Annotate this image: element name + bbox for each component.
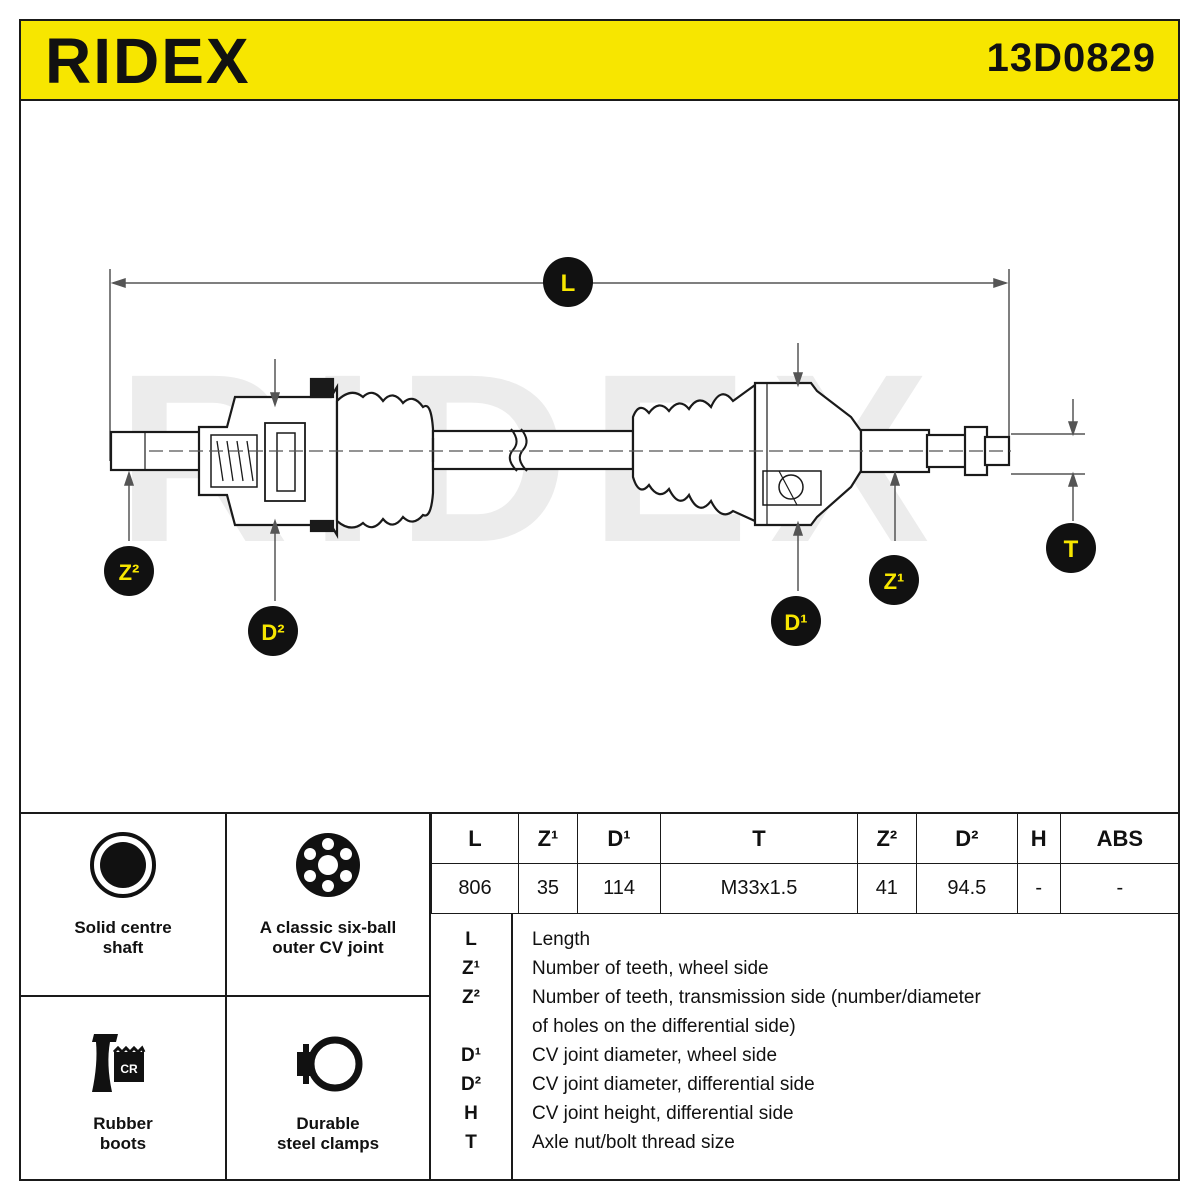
part-number: 13D0829 (986, 36, 1156, 80)
d2-arrow-top (269, 392, 281, 408)
callout-Z1-label: Z¹ (884, 569, 905, 594)
feature-solid-shaft-line2: shaft (102, 938, 144, 957)
solid-circle-icon (90, 832, 156, 898)
header-bar: RIDEX 13D0829 (21, 21, 1178, 101)
spec-header-L: L (430, 814, 520, 864)
legend-text: Length (532, 929, 591, 950)
legend-text: of holes on the differential side) (532, 1016, 796, 1037)
callout-D1: D¹ (771, 596, 821, 646)
legend-row: H CV joint height, differential side (431, 1103, 1179, 1132)
legend-row: Z² Number of teeth, transmission side (n… (431, 987, 1179, 1016)
legend-symbol: H (464, 1103, 478, 1124)
legend-row: of holes on the differential side) (431, 1016, 1179, 1045)
callout-T: T (1046, 523, 1096, 573)
d1-arrow-bottom (792, 520, 804, 536)
spec-header-Z1: Z¹ (518, 814, 578, 864)
legend-text: CV joint height, differential side (532, 1103, 794, 1124)
callout-D1-label: D¹ (784, 610, 807, 635)
spec-header-Z2: Z² (856, 814, 917, 864)
section-divider (21, 812, 1178, 814)
legend-row: D¹ CV joint diameter, wheel side (431, 1045, 1179, 1074)
legend-row: T Axle nut/bolt thread size (431, 1132, 1179, 1161)
legend-row: Z¹ Number of teeth, wheel side (431, 958, 1179, 987)
feature-rubber-boots: CR Rubber boots (21, 1030, 225, 1154)
steel-clamp-icon (297, 1036, 363, 1092)
spec-value-D2: 94.5 (915, 863, 1018, 914)
legend-text: CV joint diameter, wheel side (532, 1045, 778, 1066)
callout-Z2-label: Z² (119, 560, 140, 585)
legend-symbol: T (465, 1132, 477, 1153)
rubber-boot-cr-icon: CR (92, 1034, 146, 1092)
specs-value-row: 806 35 114 M33x1.5 41 94.5 - - (430, 863, 1179, 914)
legend-text: Axle nut/bolt thread size (532, 1132, 735, 1153)
feature-steel-clamps-line2: steel clamps (276, 1134, 380, 1153)
spec-value-L: 806 (430, 863, 520, 914)
spec-header-D2: D² (915, 814, 1018, 864)
specs-table: L Z¹ D¹ T Z² D² H ABS 806 35 114 M33x1.5… (430, 814, 1179, 914)
ridex-logo: RIDEX (45, 25, 315, 97)
spec-header-H: H (1016, 814, 1061, 864)
callout-D2: D² (248, 606, 298, 656)
callout-L-label: L (561, 270, 576, 297)
svg-text:CR: CR (120, 1062, 138, 1076)
feature-six-ball-joint: A classic six-ball outer CV joint (227, 830, 429, 958)
spec-header-T: T (660, 814, 858, 864)
callout-T-label: T (1064, 536, 1079, 563)
legend: L Length Z¹ Number of teeth, wheel side … (431, 913, 1179, 1181)
d1-arrow-top (792, 372, 804, 388)
feature-steel-clamps-line1: Durable (296, 1114, 360, 1133)
feature-six-ball-line1: A classic six-ball (259, 918, 397, 937)
drive-shaft (109, 377, 1011, 539)
spec-value-ABS: - (1059, 863, 1179, 914)
spec-value-Z1: 35 (518, 863, 578, 914)
legend-symbol: D¹ (460, 1045, 482, 1066)
spec-header-D1: D¹ (576, 814, 662, 864)
thread-dimension (1011, 399, 1085, 521)
legend-symbol: Z¹ (462, 958, 480, 979)
legend-symbol: L (465, 929, 477, 950)
feature-solid-shaft: Solid centre shaft (21, 830, 225, 958)
spec-value-H: - (1016, 863, 1061, 914)
feature-rubber-boots-line1: Rubber (93, 1114, 153, 1133)
page-frame (19, 19, 1180, 1181)
feature-steel-clamps: Durable steel clamps (227, 1030, 429, 1154)
legend-row: D² CV joint diameter, differential side (431, 1074, 1179, 1103)
d2-arrow-bottom (269, 518, 281, 534)
logo-text: RIDEX (45, 29, 251, 91)
legend-text: Number of teeth, transmission side (numb… (532, 987, 981, 1008)
z2-arrow (123, 470, 135, 486)
legend-text: Number of teeth, wheel side (532, 958, 769, 979)
feature-grid-vline-right (429, 814, 431, 1180)
spec-header-ABS: ABS (1059, 814, 1179, 864)
callout-Z1: Z¹ (869, 555, 919, 605)
spec-value-Z2: 41 (856, 863, 917, 914)
feature-solid-shaft-line1: Solid centre (74, 918, 172, 937)
spec-value-D1: 114 (576, 863, 662, 914)
feature-rubber-boots-line2: boots (99, 1134, 147, 1153)
drive-shaft-diagram: RIDEX (21, 101, 1178, 817)
specs-header-row: L Z¹ D¹ T Z² D² H ABS (430, 814, 1179, 864)
legend-symbol: Z² (462, 987, 480, 1008)
legend-row: L Length (431, 929, 1179, 958)
callout-D2-label: D² (261, 620, 284, 645)
z1-arrow (889, 470, 901, 486)
callout-L: L (543, 257, 593, 307)
feature-grid-vline (225, 814, 227, 1180)
feature-grid-hline (21, 995, 429, 997)
legend-symbol-column (431, 913, 513, 1181)
spec-value-T: M33x1.5 (660, 863, 858, 914)
legend-symbol: D² (460, 1074, 482, 1095)
six-ball-joint-icon (296, 833, 360, 897)
feature-six-ball-line2: outer CV joint (272, 938, 384, 957)
legend-text: CV joint diameter, differential side (532, 1074, 815, 1095)
callout-Z2: Z² (104, 546, 154, 596)
